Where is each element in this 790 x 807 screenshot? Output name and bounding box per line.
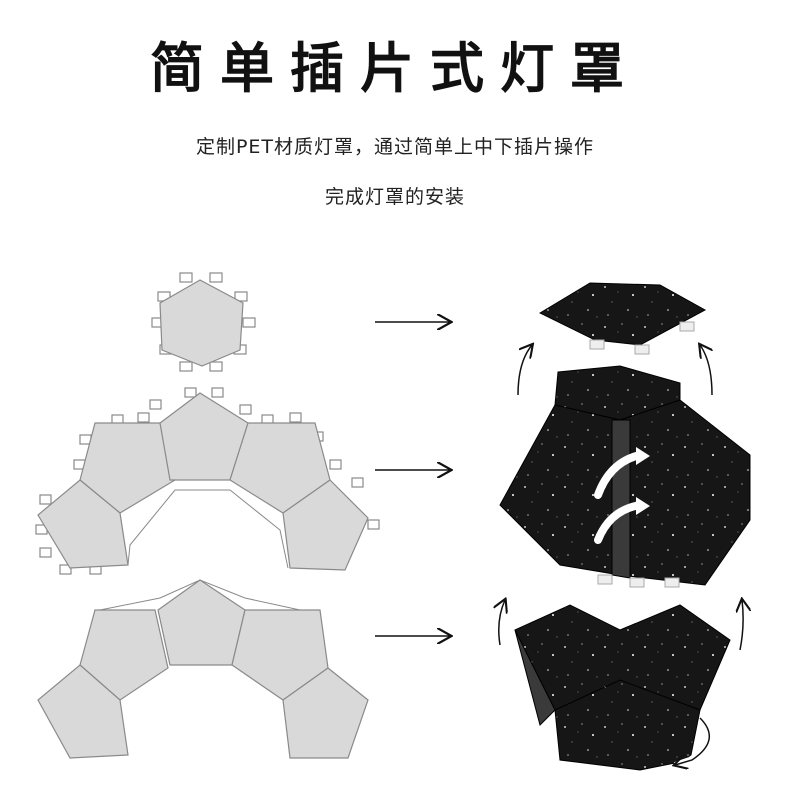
bottom-bowl-panel [37,579,369,759]
curved-up-arrow-icon [499,600,505,646]
curved-rotate-arrow-icon [594,451,644,499]
top-cap-panel [151,272,256,372]
shade-top-cap [538,282,707,355]
shade-middle-body [499,365,751,588]
subtitle-line-1: 定制PET材质灯罩，通过简单上中下插片操作 [195,136,595,158]
subtitle-line-2: 完成灯罩的安装 [324,186,465,208]
middle-ring-panel [35,387,380,575]
curved-up-arrow-icon [700,345,712,396]
curved-up-arrow-icon [517,345,532,396]
curved-up-arrow-icon [740,600,743,651]
curved-rotate-arrow-icon [594,501,644,544]
shade-bottom-bowl [514,604,731,771]
page-title: 简单插片式灯罩 [150,37,640,100]
